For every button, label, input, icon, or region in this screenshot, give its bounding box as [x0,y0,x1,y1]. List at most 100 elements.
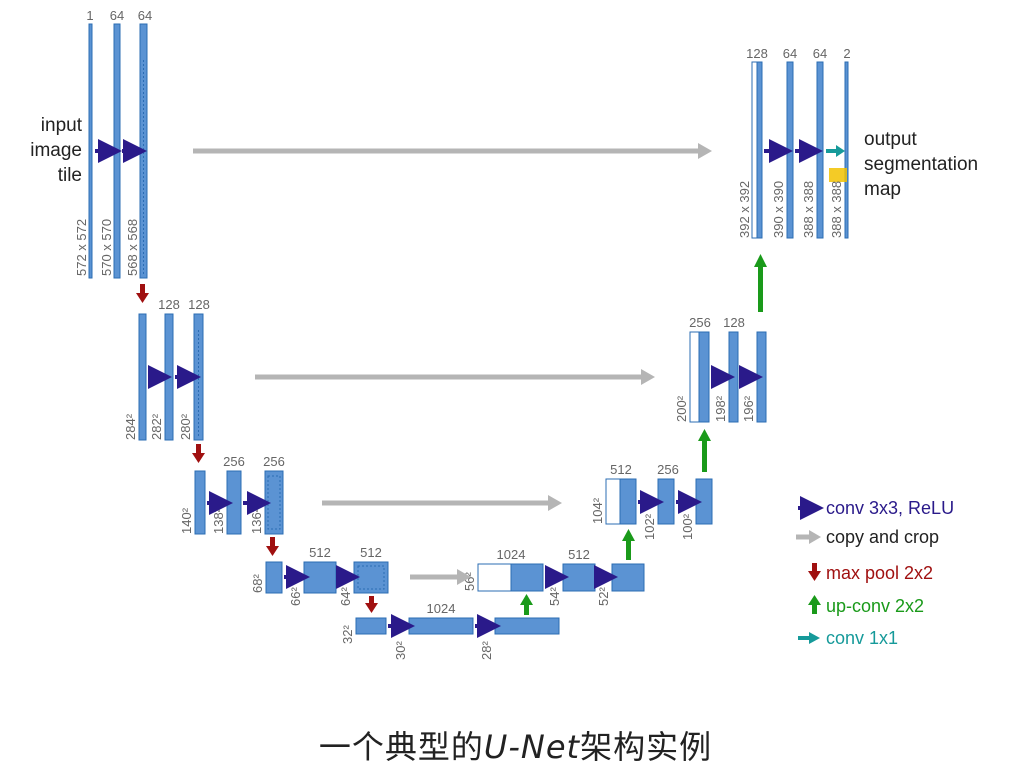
size-label: 64² [338,587,353,606]
feature-map-block [355,617,387,635]
max-pool-arrowhead [266,546,279,556]
feature-map-block [353,561,389,594]
legend-item-copy: copy and crop [796,527,939,547]
channel-label: 64 [813,46,827,61]
upconv-arrowhead-icon [808,595,821,605]
channel-label: 256 [689,315,711,330]
feature-map-block [408,617,474,635]
channel-label: 512 [360,545,382,560]
conv1x1-arrowhead-icon [809,632,820,644]
up-conv-arrowhead [698,429,711,441]
feature-map-block [510,563,544,592]
channel-label: 1024 [427,601,456,616]
max-pool-arrowhead [192,453,205,463]
caption-prefix: 一个典型的 [318,728,484,766]
feature-map-block [113,23,121,279]
legend-item-conv1x1: conv 1x1 [798,628,898,648]
size-label: 388 x 388 [801,181,816,238]
encoder-level-4: 512 512 68² 66² 64² [250,545,389,606]
up-conv-arrows [520,254,767,615]
legend-label: max pool 2x2 [826,563,933,583]
max-pool-arrow [369,596,374,604]
channel-label: 64 [110,8,124,23]
size-label: 140² [179,507,194,534]
size-label: 572 x 572 [74,219,89,276]
copy-and-crop-arrows [193,143,712,585]
feature-map-block [728,331,739,423]
channel-label: 1 [86,8,93,23]
up-conv-arrow [626,540,631,560]
channel-label: 512 [309,545,331,560]
size-label: 284² [123,413,138,440]
size-label: 52² [596,587,611,606]
legend-item-conv: conv 3x3, ReLU [798,496,954,520]
feature-map-block [138,313,147,441]
feature-map-block [844,61,849,239]
feature-map-block [88,23,93,279]
size-label: 390 x 390 [771,181,786,238]
size-label: 54² [547,587,562,606]
size-label: 68² [250,574,265,593]
feature-map-block [756,61,763,239]
encoder-level-3: 256 256 140² 138² 136² [179,454,285,535]
input-label: tile [58,165,82,186]
legend-label: conv 1x1 [826,628,898,648]
feature-map-block [193,313,204,441]
feature-map-block [786,61,794,239]
crop-indicator [357,565,385,590]
feature-map-block [265,561,283,594]
size-label: 198² [713,395,728,422]
copied-feature-map [605,478,621,525]
pool-arrowhead-icon [808,571,821,581]
channel-label: 128 [158,297,180,312]
size-label: 32² [340,625,355,644]
channel-label: 128 [188,297,210,312]
max-pool-arrow [140,284,145,294]
feature-map-block [226,470,242,535]
size-label: 388 x 388 [829,181,844,238]
legend-label: copy and crop [826,527,939,547]
encoder-level-1: 1 64 64 572 x 572 570 x 570 568 x 568 in… [30,8,152,279]
input-label: input [41,115,83,136]
decoder-level-2: 256 128 200² 198² 196² [674,315,767,423]
pool-arrow-icon [812,563,817,572]
upconv-arrow-icon [812,604,817,614]
up-conv-arrowhead [622,529,635,541]
caption-net: U-Net [483,728,581,766]
feature-map-block [139,23,148,279]
feature-map-block [164,313,174,441]
conv1x1-arrowhead [836,145,845,157]
size-label: 102² [642,513,657,540]
feature-map-block [611,563,645,592]
copy-crop-arrowhead [698,143,712,159]
channel-label: 2 [843,46,850,61]
size-label: 30² [393,641,408,660]
size-label: 282² [149,413,164,440]
max-pool-arrowhead [365,603,378,613]
max-pool-arrows [136,284,378,613]
copied-feature-map [751,61,758,239]
channel-label: 1024 [497,547,526,562]
channel-label: 256 [223,454,245,469]
up-conv-arrow [524,604,529,615]
size-label: 196² [741,395,756,422]
size-label: 104² [590,497,605,524]
feature-map-block [194,470,206,535]
channel-label: 512 [610,462,632,477]
decoder-level-3: 512 256 104² 102² 100² [590,462,713,540]
copied-feature-map [689,331,700,423]
copied-feature-map [477,563,512,592]
feature-map-block [816,61,824,239]
legend-item-upconv: up-conv 2x2 [808,595,924,616]
size-label: 280² [178,413,193,440]
size-label: 66² [288,587,303,606]
max-pool-arrow [196,444,201,454]
figure-caption: 一个典型的U-Net架构实例 [0,722,1031,768]
size-label: 28² [479,641,494,660]
up-conv-arrowhead [520,594,533,605]
legend: conv 3x3, ReLU copy and crop max pool 2x… [796,496,954,648]
legend-item-pool: max pool 2x2 [808,563,933,583]
size-label: 392 x 392 [737,181,752,238]
channel-label: 256 [263,454,285,469]
